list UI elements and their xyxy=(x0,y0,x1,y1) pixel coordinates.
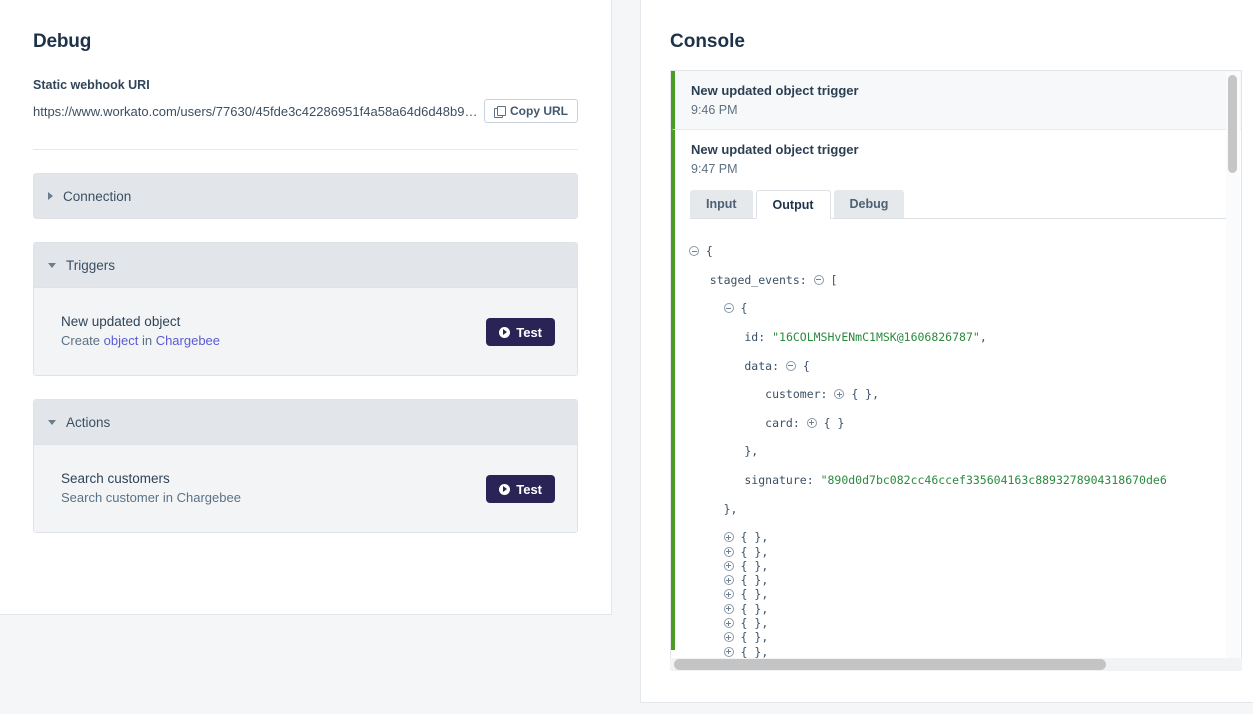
json-line: signature: "890d0d7bc082cc46ccef33560416… xyxy=(689,473,1167,488)
console-horizontal-scrollbar-thumb[interactable] xyxy=(674,659,1106,670)
expand-toggle-icon[interactable] xyxy=(806,417,817,428)
tab-input[interactable]: Input xyxy=(690,190,753,218)
expand-toggle-icon[interactable] xyxy=(834,389,845,400)
json-line: id: "16COLMSHvENmC1MSK@1606826787", xyxy=(689,330,987,345)
console-box: New updated object trigger 9:46 PM New u… xyxy=(670,70,1242,660)
json-line: { }, xyxy=(689,616,1241,630)
tabs-underline xyxy=(690,218,1233,219)
section-triggers-header[interactable]: Triggers xyxy=(34,243,577,287)
trigger-test-button[interactable]: Test xyxy=(486,318,555,346)
console-entry-name: New updated object trigger xyxy=(691,142,859,157)
expand-toggle-icon[interactable] xyxy=(723,546,734,557)
copy-icon xyxy=(494,105,506,118)
expand-toggle-icon[interactable] xyxy=(723,589,734,600)
action-subtitle: Search customer in Chargebee xyxy=(61,490,241,505)
section-actions: Actions Search customers Search customer… xyxy=(33,399,578,533)
expand-toggle-icon[interactable] xyxy=(723,575,734,586)
trigger-test-label: Test xyxy=(516,324,542,340)
json-line: { }, xyxy=(689,630,1241,644)
section-triggers-title: Triggers xyxy=(66,257,116,273)
expand-toggle-icon[interactable] xyxy=(723,532,734,543)
json-line: { }, xyxy=(689,645,1241,659)
json-line: }, xyxy=(689,444,759,459)
play-icon xyxy=(499,483,511,495)
json-line: { xyxy=(689,301,1241,315)
console-title: Console xyxy=(670,31,745,52)
expand-toggle-icon[interactable] xyxy=(723,560,734,571)
trigger-chargebee-link[interactable]: Chargebee xyxy=(155,333,221,348)
json-line: customer: { }, xyxy=(689,387,880,402)
expand-toggle-icon[interactable] xyxy=(723,632,734,643)
console-tabs: Input Output Debug xyxy=(675,188,1241,219)
json-line: { }, xyxy=(689,573,1241,587)
section-connection: Connection xyxy=(33,173,578,219)
json-line: { }, xyxy=(689,602,1241,616)
console-entry-time: 9:47 PM xyxy=(691,162,738,176)
json-collapsed-rows: { }, { }, { }, { }, { }, { }, { }, { }, … xyxy=(689,530,1241,659)
collapse-toggle-icon[interactable] xyxy=(813,274,824,285)
trigger-sub-prefix: Create xyxy=(61,333,104,348)
console-entry-name: New updated object trigger xyxy=(691,83,859,98)
json-value-signature: "890d0d7bc082cc46ccef335604163c889327890… xyxy=(820,473,1167,488)
trigger-row: New updated object Create object in Char… xyxy=(34,287,577,375)
section-triggers: Triggers New updated object Create objec… xyxy=(33,242,578,376)
action-title: Search customers xyxy=(61,471,170,486)
console-vertical-scrollbar[interactable] xyxy=(1226,72,1240,659)
json-line: staged_events: [ xyxy=(689,272,838,287)
copy-url-label: Copy URL xyxy=(510,104,568,118)
trigger-info: New updated object Create object in Char… xyxy=(61,314,220,348)
section-connection-header[interactable]: Connection xyxy=(34,174,577,218)
action-row: Search customers Search customer in Char… xyxy=(34,444,577,532)
collapse-toggle-icon[interactable] xyxy=(723,303,734,314)
webhook-uri-row: https://www.workato.com/users/77630/45fd… xyxy=(33,99,578,123)
copy-url-button[interactable]: Copy URL xyxy=(484,99,578,123)
json-line: data: { xyxy=(689,358,810,373)
json-viewer[interactable]: { staged_events: [ { id: "16COLMSHvENmC1… xyxy=(689,230,1241,659)
console-entry: New updated object trigger 9:47 PM Input… xyxy=(671,130,1241,659)
console-entry-time: 9:46 PM xyxy=(691,103,738,117)
trigger-object-link[interactable]: object xyxy=(103,333,139,348)
webhook-uri-value: https://www.workato.com/users/77630/45fd… xyxy=(33,103,478,119)
section-connection-title: Connection xyxy=(63,188,132,204)
expand-toggle-icon[interactable] xyxy=(723,646,734,657)
section-actions-header[interactable]: Actions xyxy=(34,400,577,444)
trigger-title: New updated object xyxy=(61,314,181,329)
trigger-subtitle: Create object in Chargebee xyxy=(61,333,220,348)
console-entry[interactable]: New updated object trigger 9:46 PM xyxy=(671,71,1241,130)
trigger-sub-mid: in xyxy=(138,333,156,348)
page-title: Debug xyxy=(33,31,92,52)
expand-toggle-icon[interactable] xyxy=(723,618,734,629)
json-line: }, xyxy=(689,501,738,516)
json-line: { }, xyxy=(689,559,1241,573)
section-actions-title: Actions xyxy=(66,414,111,430)
console-panel: Console New updated object trigger 9:46 … xyxy=(640,0,1253,703)
action-test-label: Test xyxy=(516,481,542,497)
triangle-down-icon xyxy=(48,262,56,268)
triangle-down-icon xyxy=(48,419,56,425)
console-vertical-scrollbar-thumb[interactable] xyxy=(1228,75,1237,173)
triangle-right-icon xyxy=(48,192,53,200)
tab-debug[interactable]: Debug xyxy=(833,190,905,218)
action-test-button[interactable]: Test xyxy=(486,475,555,503)
section-divider xyxy=(33,149,578,150)
expand-toggle-icon[interactable] xyxy=(723,603,734,614)
json-line: { }, xyxy=(689,545,1241,559)
collapse-toggle-icon[interactable] xyxy=(689,246,699,257)
play-icon xyxy=(499,326,511,338)
action-info: Search customers Search customer in Char… xyxy=(61,471,241,505)
json-line: { }, xyxy=(689,587,1241,601)
json-value-id: "16COLMSHvENmC1MSK@1606826787" xyxy=(772,330,980,345)
webhook-uri-label: Static webhook URI xyxy=(33,78,150,92)
tab-output[interactable]: Output xyxy=(755,190,831,219)
json-line: { }, xyxy=(689,530,1241,544)
json-line: card: { } xyxy=(689,415,845,430)
collapse-toggle-icon[interactable] xyxy=(785,360,796,371)
json-line: { xyxy=(689,244,1241,258)
debug-panel: Debug Static webhook URI https://www.wor… xyxy=(0,0,612,615)
